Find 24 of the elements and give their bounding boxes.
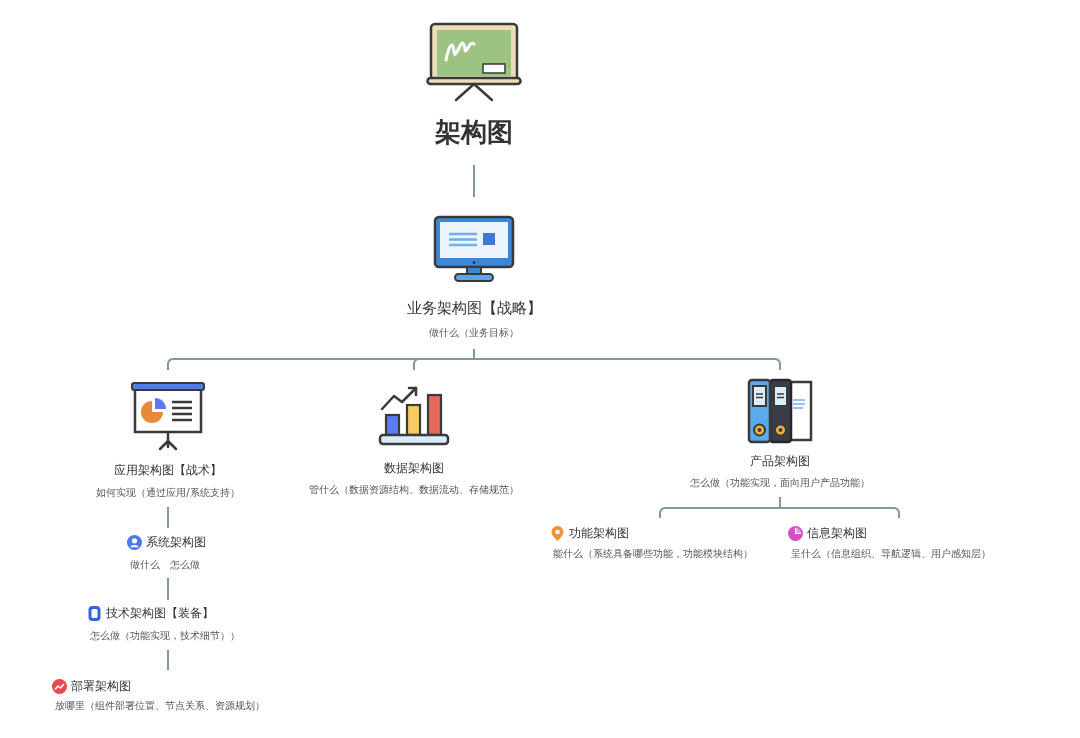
node-title: 产品架构图 bbox=[750, 453, 810, 469]
node-title: 数据架构图 bbox=[384, 460, 444, 476]
node-description: 放哪里（组件部署位置、节点关系、资源规划） bbox=[55, 699, 265, 713]
node-title: 架构图 bbox=[435, 116, 513, 148]
node-title: 部署架构图 bbox=[71, 678, 131, 694]
connector-line bbox=[167, 649, 169, 671]
node-description: 做什么（业务目标） bbox=[429, 326, 519, 340]
node-title: 技术架构图【装备】 bbox=[106, 605, 214, 621]
node-title: 业务架构图【战略】 bbox=[406, 298, 542, 318]
node-description: 怎么做（功能实现，技术细节）） bbox=[90, 629, 240, 643]
node-title: 系统架构图 bbox=[146, 534, 206, 550]
node-title: 功能架构图 bbox=[569, 525, 629, 541]
node-description: 怎么做（功能实现，面向用户产品功能） bbox=[690, 476, 870, 490]
node-description: 如何实现（通过应用/系统支持） bbox=[96, 486, 240, 500]
connector-line bbox=[473, 348, 781, 371]
node-description: 管什么（数据资源结构、数据流动、存储规范） bbox=[309, 483, 519, 497]
node-description: 能什么（系统具备哪些功能，功能模块结构） bbox=[553, 547, 753, 561]
node-description: 呈什么（信息组织、导航逻辑、用户感知层） bbox=[791, 547, 991, 561]
node-description: 做什么 怎么做 bbox=[130, 558, 200, 572]
connector-line bbox=[473, 164, 475, 198]
connector-line bbox=[167, 577, 169, 601]
node-title: 信息架构图 bbox=[807, 525, 867, 541]
connector-line bbox=[167, 506, 169, 529]
node-title: 应用架构图【战术】 bbox=[114, 462, 222, 478]
